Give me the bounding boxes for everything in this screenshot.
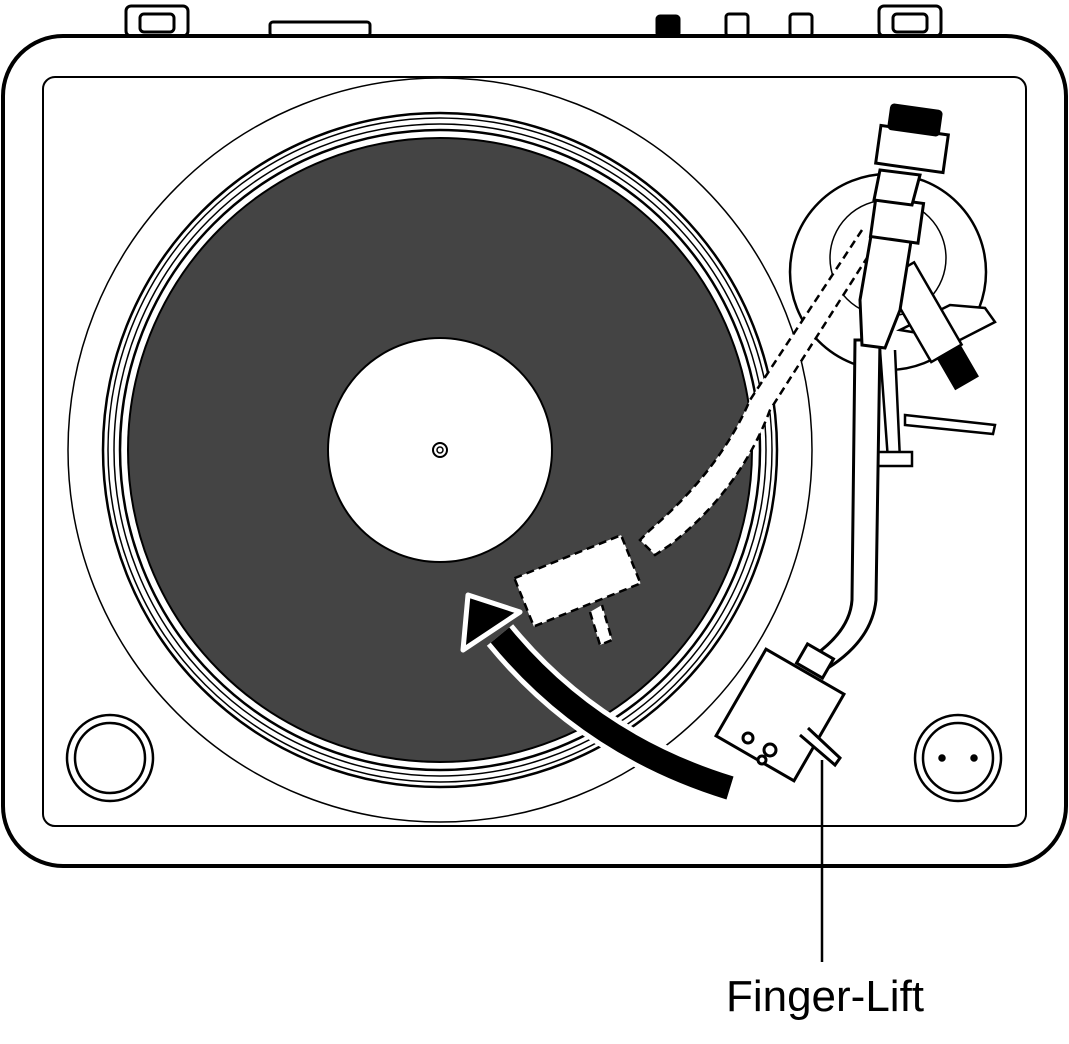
tonearm-dashed-play-position [512, 229, 874, 647]
top-hinges [124, 4, 943, 38]
finger-lift-label: Finger-Lift [725, 972, 925, 1021]
arrowhead [460, 592, 523, 653]
feet [65, 713, 1003, 803]
headshell[interactable] [713, 641, 847, 783]
tonearm[interactable] [812, 103, 951, 670]
spindle[interactable] [432, 442, 448, 458]
spindle-center [436, 446, 444, 454]
top-panel [42, 76, 1027, 827]
platter [67, 77, 813, 823]
finger-lift [799, 726, 842, 768]
